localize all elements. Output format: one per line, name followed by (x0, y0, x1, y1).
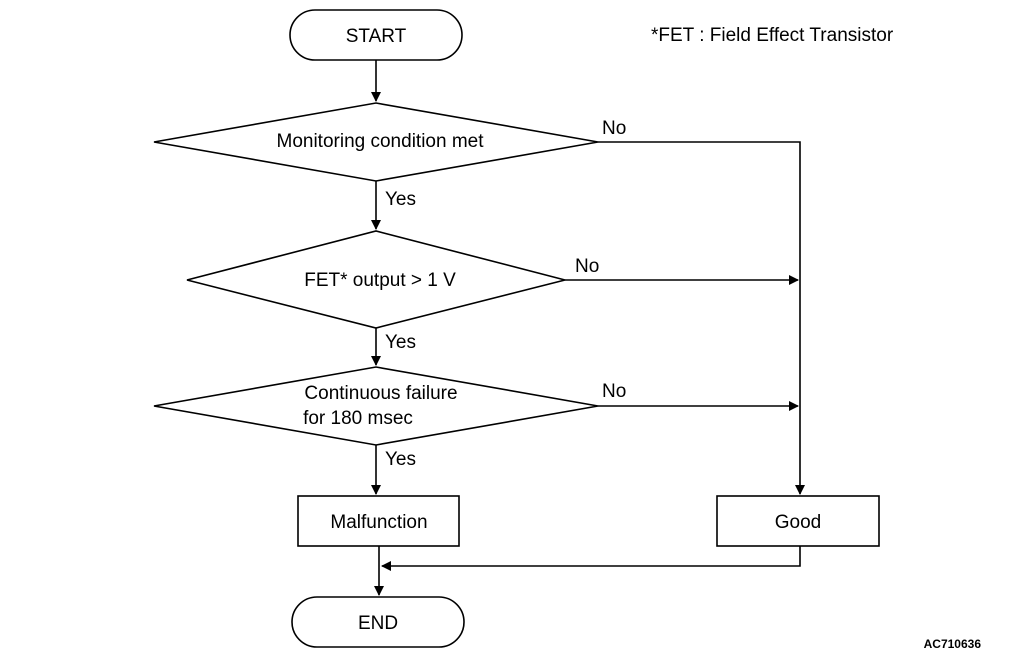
arrow-good-to-end (381, 546, 801, 571)
monitoring-no-label: No (602, 118, 626, 139)
malfunction-label: Malfunction (330, 512, 427, 533)
monitoring-yes-label: Yes (385, 189, 416, 210)
arrow-monitoring-no-to-good (598, 141, 805, 495)
continuous-yes-label: Yes (385, 449, 416, 470)
good-box: Good (716, 495, 880, 547)
decision-monitoring-condition: Monitoring condition met (153, 102, 599, 182)
malfunction-box: Malfunction (297, 495, 460, 547)
decision-fet-output: FET* output > 1 V (186, 230, 566, 329)
start-terminal: START (289, 9, 463, 61)
start-label: START (346, 26, 407, 47)
figure-code: AC710636 (924, 637, 982, 651)
continuous-label-line2: for 180 msec (303, 408, 413, 429)
monitoring-label: Monitoring condition met (277, 131, 485, 152)
continuous-no-label: No (602, 381, 626, 402)
fet-output-label: FET* output > 1 V (304, 270, 456, 291)
fet-footnote: *FET : Field Effect Transistor (651, 25, 894, 46)
fet-yes-label: Yes (385, 332, 416, 353)
decision-continuous-failure: Continuous failure for 180 msec (153, 366, 599, 446)
end-terminal: END (291, 596, 465, 648)
end-label: END (358, 613, 398, 634)
continuous-label-line1: Continuous failure (304, 383, 457, 404)
good-label: Good (775, 512, 821, 533)
fet-no-label: No (575, 256, 599, 277)
